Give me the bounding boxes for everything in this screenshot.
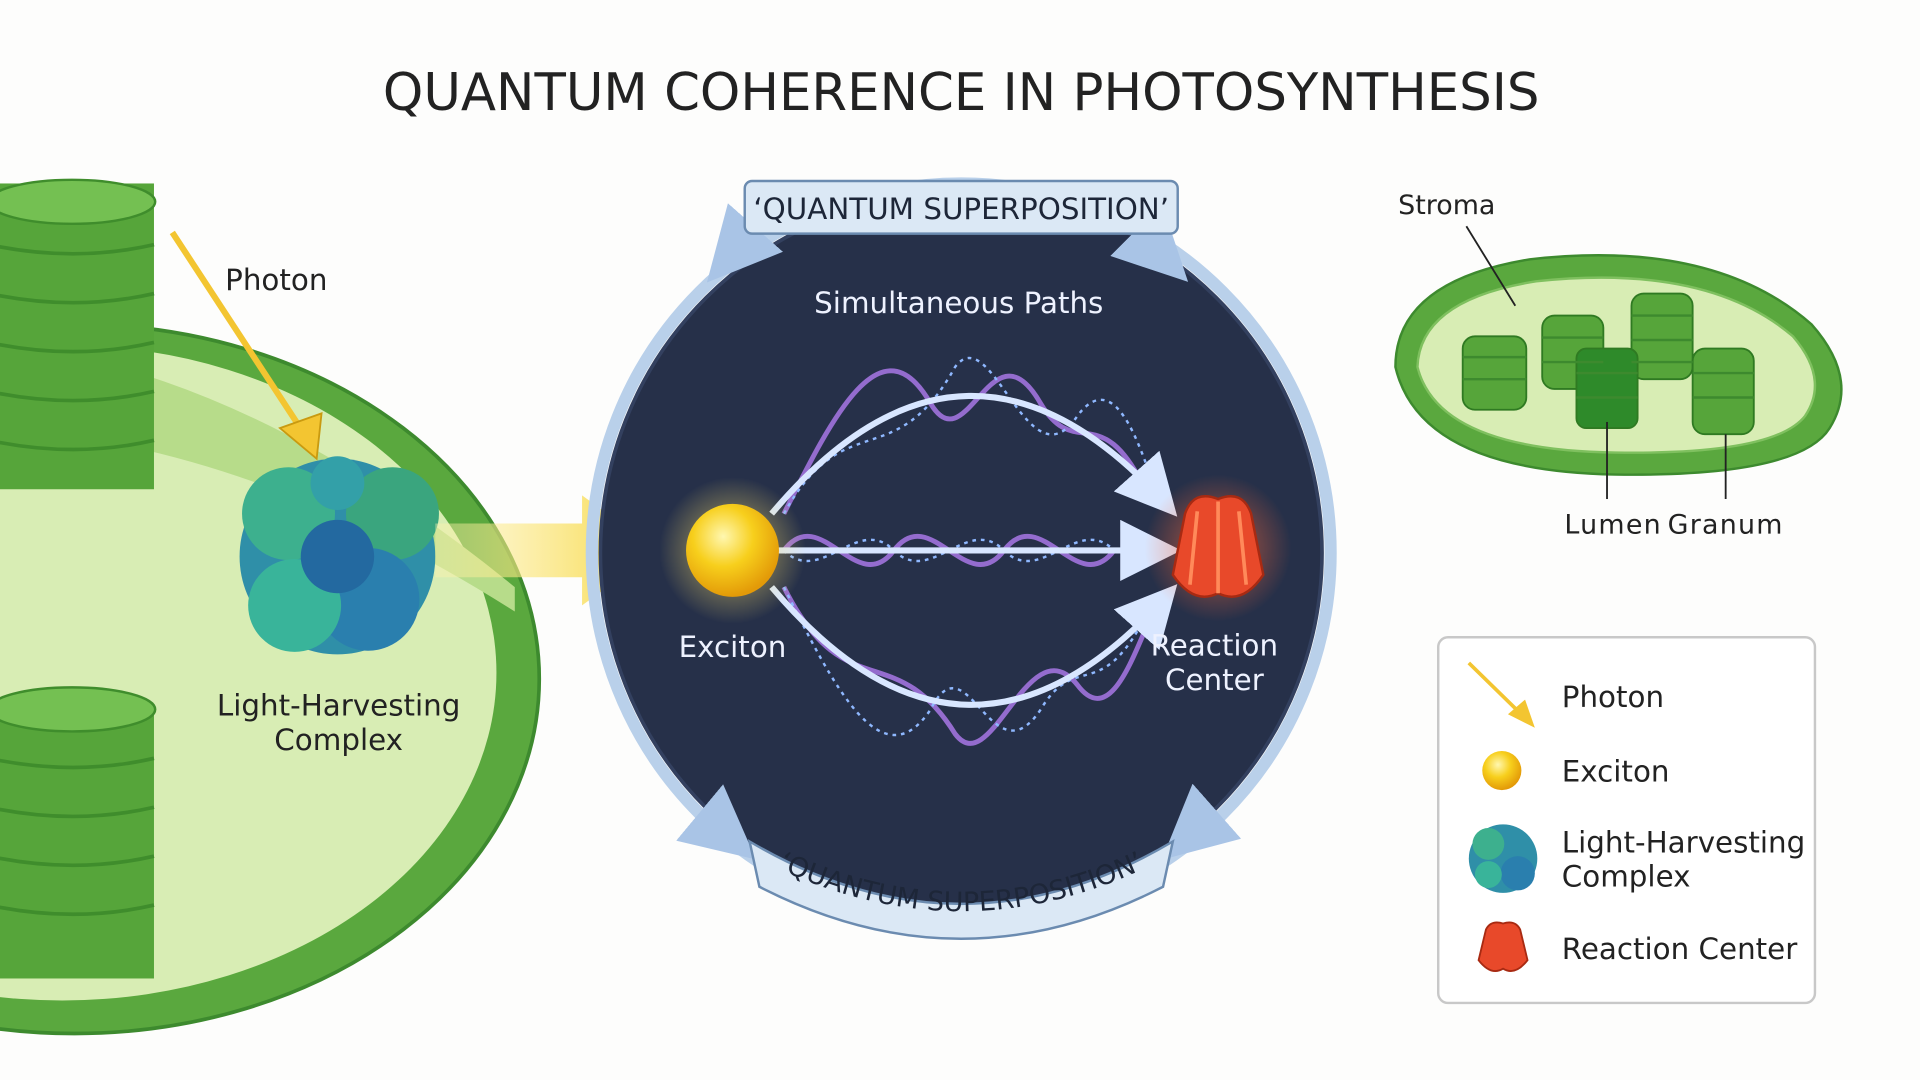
lumen-label: Lumen [1564, 509, 1661, 540]
quantum-paths [769, 357, 1182, 746]
photon-arrow-icon [1467, 661, 1535, 728]
light-harvesting-complex-icon [239, 456, 439, 655]
legend-item-exciton: Exciton [1482, 750, 1670, 791]
legend-label-line2: Complex [1562, 860, 1691, 894]
reaction-label-line1: Reaction [1151, 629, 1278, 663]
legend-label: Exciton [1562, 755, 1670, 789]
legend-item-reaction-center: Reaction Center [1477, 921, 1798, 972]
granum-label: Granum [1668, 509, 1784, 540]
complex-label-line1: Light-Harvesting [217, 689, 461, 723]
stroma-label: Stroma [1398, 190, 1495, 221]
granum-stack-bottom [0, 686, 157, 979]
reaction-center-icon [1477, 921, 1529, 972]
photon-label: Photon [225, 263, 327, 297]
exciton-sphere-icon [686, 503, 779, 597]
reaction-center-icon [1171, 495, 1265, 598]
simultaneous-paths-label: Simultaneous Paths [814, 286, 1103, 320]
legend: Photon Exciton Light-Harvesting Complex … [1437, 636, 1817, 1005]
legend-label: Reaction Center [1562, 932, 1798, 966]
right-chloroplast [1394, 254, 1843, 476]
legend-item-light-harvesting-complex: Light-Harvesting Complex [1468, 824, 1806, 894]
legend-label-line1: Light-Harvesting [1562, 826, 1806, 860]
legend-item-photon: Photon [1467, 661, 1664, 728]
photon-arrow-icon [169, 230, 323, 461]
complex-label-line2: Complex [274, 723, 403, 757]
light-harvesting-complex-icon [1468, 824, 1538, 893]
granum-stack-top [0, 178, 157, 490]
top-banner-text: ‘QUANTUM SUPERPOSITION’ [753, 192, 1169, 226]
exciton-label: Exciton [679, 630, 787, 664]
stroma-pointer [1465, 225, 1517, 307]
legend-label: Photon [1562, 680, 1664, 714]
exciton-sphere-icon [1482, 750, 1522, 791]
top-banner: ‘QUANTUM SUPERPOSITION’ [743, 179, 1179, 235]
page-title: QUANTUM COHERENCE IN PHOTOSYNTHESIS [383, 63, 1540, 123]
reaction-label-line2: Center [1165, 663, 1265, 697]
